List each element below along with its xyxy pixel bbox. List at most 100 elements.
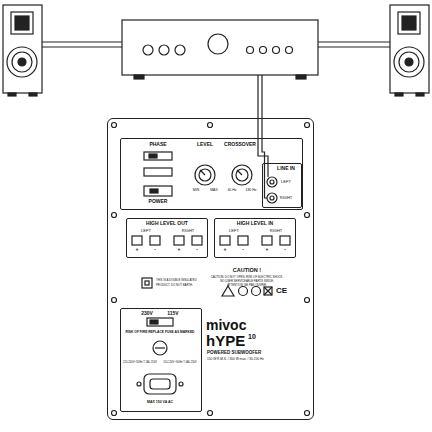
screw	[137, 382, 141, 386]
high-level-in-panel: HIGH LEVEL INLEFTRIGHT+-+-	[214, 218, 296, 258]
weee-mark	[264, 287, 272, 295]
switch-slider	[149, 154, 157, 158]
knob-pointer	[237, 170, 242, 175]
panel-label: RIGHT	[280, 196, 292, 200]
line-in-panel: LINE IN LEFT RIGHT	[262, 163, 302, 208]
printed-label: THIS IS A DOUBLE INSULATED	[156, 279, 197, 282]
woofer-cone	[12, 52, 32, 72]
printed-label: CAUTION: DO NOT OPEN. RISK OF ELECTRIC S…	[211, 276, 284, 279]
tweeter	[398, 12, 420, 34]
panel-label: 230V	[141, 311, 153, 316]
panel-label: 10	[248, 333, 256, 340]
iec-socket	[144, 374, 176, 394]
rca-jack	[267, 193, 277, 203]
speaker-foot	[8, 93, 16, 96]
speaker-terminal	[150, 236, 160, 245]
screw	[112, 213, 117, 218]
amp-knob	[143, 45, 153, 55]
speaker-foot	[395, 93, 403, 96]
rca-jack-pin	[270, 196, 274, 200]
panel-label: +	[136, 247, 139, 252]
phase-switch	[144, 152, 172, 160]
panel-label: RIGHT	[270, 229, 282, 233]
printed-label: CE	[276, 287, 287, 295]
panel-label: MAX 150 VA AC	[147, 401, 173, 405]
control-panel: PHASELEVELCROSSOVERPOWERMINMAX40 Hz180 H…	[120, 138, 303, 210]
switch-plate	[144, 168, 172, 176]
speaker-terminal	[192, 236, 202, 245]
screw	[305, 411, 310, 416]
panel-label: -	[154, 247, 156, 252]
panel-label: +	[224, 247, 227, 252]
panel-label: MAX	[210, 189, 218, 193]
switch-slider	[150, 189, 158, 193]
amp-foot	[296, 75, 306, 79]
power-switch	[144, 186, 172, 196]
panel-label: 115V	[167, 311, 178, 316]
tweeter-cone	[15, 16, 29, 30]
screw	[208, 123, 213, 128]
speaker-terminal	[220, 236, 230, 245]
screw	[112, 123, 117, 128]
weee-mark	[264, 287, 272, 295]
panel-label: 110-120V~/60Hz T 4AL 250V	[163, 362, 197, 365]
power-panel: 230V 115V RISK OF FIRE REPLACE FUSE AS MAR…	[120, 308, 202, 412]
double-insulation-symbol	[142, 278, 152, 288]
speaker-foot	[29, 93, 37, 96]
selector-slider	[150, 320, 158, 324]
dust-cap	[405, 58, 413, 66]
volume-knob	[208, 34, 228, 54]
cert-mark	[252, 287, 261, 296]
amp-button	[247, 47, 254, 54]
amp-button	[286, 47, 293, 54]
crossover-knob-cap	[236, 169, 248, 181]
panel-label: MIN	[193, 189, 199, 193]
amp-knob	[175, 45, 185, 55]
panel-label: LEFT	[141, 229, 151, 233]
rca-jack-pin	[270, 180, 274, 184]
panel-label: HIGH LEVEL IN	[237, 221, 273, 226]
speaker-wire	[42, 42, 122, 47]
warning-triangle	[222, 286, 234, 296]
level-knob-cap	[199, 169, 211, 181]
rca-jack	[267, 177, 277, 187]
speaker-wire	[318, 42, 390, 47]
speaker-terminal	[280, 236, 290, 245]
level-knob	[195, 165, 215, 185]
fuse-holder	[153, 341, 167, 355]
panel-label: LEVEL	[197, 142, 213, 147]
cert-mark	[239, 287, 248, 296]
panel-label: +	[266, 247, 269, 252]
printed-label: NO USER SERVICEABLE PARTS INSIDE.	[220, 280, 274, 283]
speaker	[3, 5, 42, 93]
panel-label: CROSSOVER	[224, 142, 256, 147]
amplifier	[122, 20, 318, 75]
panel-label: 150 W R.M.S. / 300 W max. / 30-150 Hz	[207, 358, 264, 361]
dust-cap	[18, 58, 26, 66]
amp-button	[273, 47, 280, 54]
panel-label: 40 Hz	[227, 189, 236, 193]
voltage-selector	[147, 318, 173, 326]
woofer	[394, 47, 424, 77]
subwoofer-panel: mivochYPE10POWERED SUBWOOFER150 W R.M.S.…	[107, 118, 314, 420]
screw	[305, 123, 310, 128]
iec-socket-inner	[150, 379, 170, 389]
amp-foot	[134, 75, 144, 79]
high-level-out-panel: HIGH LEVEL OUTLEFTRIGHT+-+-	[126, 218, 208, 258]
screw	[305, 213, 310, 218]
panel-label: RISK OF FIRE REPLACE FUSE AS MARKED	[126, 331, 195, 334]
knob-pointer	[200, 170, 205, 175]
printed-label: PRODUCT. DO NOT EARTH.	[156, 284, 193, 287]
printed-label: CAUTION !	[233, 268, 261, 274]
panel-label: LINE IN	[277, 166, 295, 171]
woofer	[7, 47, 37, 77]
panel-label: POWER	[149, 199, 168, 204]
double-insulation-symbol	[145, 281, 149, 285]
speaker-terminal	[262, 236, 272, 245]
speaker-foot	[416, 93, 424, 96]
panel-label: LEFT	[281, 180, 291, 184]
screw	[112, 298, 117, 303]
speaker	[390, 5, 429, 93]
amp-button	[260, 47, 267, 54]
